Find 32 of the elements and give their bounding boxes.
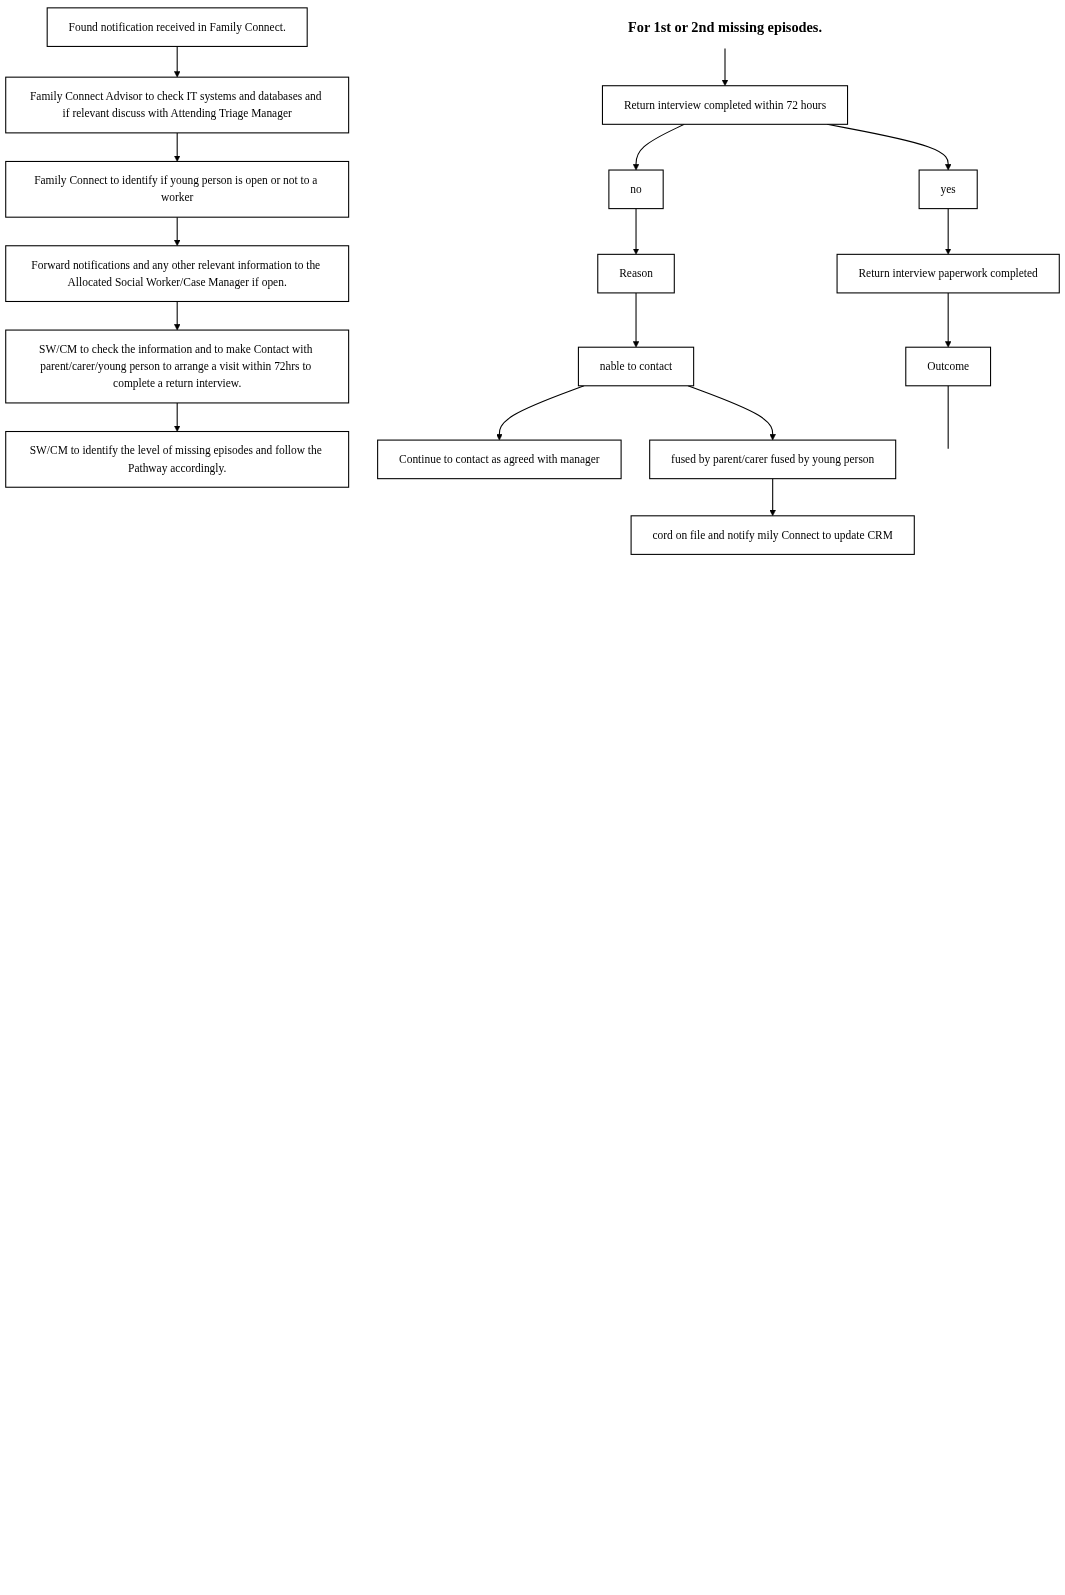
arrow [721,48,729,86]
arrow [945,292,952,348]
node-text: For 1st or 2nd missing episodes. [628,19,822,36]
arrow [945,208,952,255]
node-box: Forward notifications and any other relevant information to the Allocated Social Worker/Case Manager if open. [5,245,350,303]
arrow [174,45,181,78]
arrow [174,402,181,432]
node-box: cord on file and notify mily Connect to update CRM [630,515,915,555]
node-box: SW/CM to check the information and to make Contact with parent/carer/young person to arrange a visit within 72hrs to complete a return interview. [5,329,350,404]
arrow [632,208,640,255]
arrow [687,385,776,441]
node-box: Family Connect Advisor to check IT systems and databases and if relevant discuss with Attending Triage Manager [5,76,350,134]
node-box: Outcome [905,346,992,387]
arrow [632,123,685,171]
arrow [769,478,776,517]
node-box: Return interview paperwork completed [836,253,1060,294]
arrow [174,300,181,331]
node-box: no [608,169,664,210]
arrow [496,385,585,441]
node-box: Return interview completed within 72 hours [601,85,849,125]
arrow [632,292,640,348]
connector [947,385,949,450]
arrow [174,216,181,247]
node-box: SW/CM to identify the level of missing episodes and follow the Pathway accordingly. [5,430,350,488]
node-box: nable to contact [577,346,695,387]
node-box: Family Connect to identify if young person is open or not to a worker [5,160,350,218]
node-box: Reason [597,253,675,294]
node-box: yes [918,169,978,210]
node-box: Continue to contact as agreed with manager [377,439,622,480]
node-box: fused by parent/carer fused by young person [649,439,897,480]
node-box: Found notification received in Family Connect. [46,7,308,47]
arrow [174,132,181,162]
